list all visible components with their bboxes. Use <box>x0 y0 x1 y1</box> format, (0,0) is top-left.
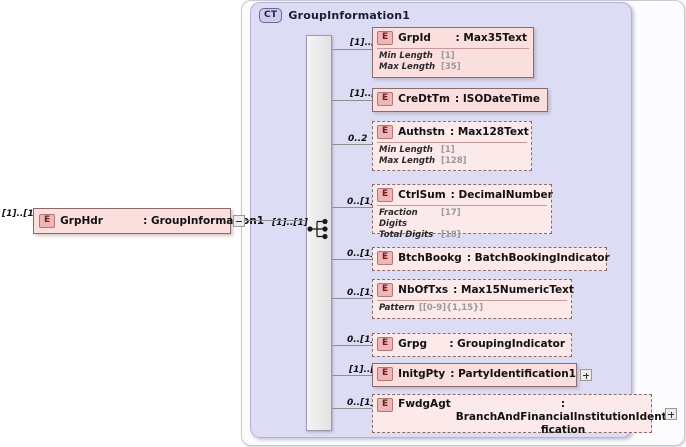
element-occurs-label: 0..[1] <box>347 335 375 345</box>
connector-line <box>332 298 372 299</box>
element-facets: Min Length [1] Max Length [35] <box>377 48 529 75</box>
connector-line <box>332 345 372 346</box>
element-badge: E <box>377 337 394 351</box>
element-badge: E <box>39 214 56 228</box>
element-badge: E <box>377 92 394 106</box>
element-name: CtrlSum <box>398 189 446 201</box>
connector-line <box>332 375 372 376</box>
expand-plus-icon[interactable] <box>580 369 592 381</box>
element-type: : BatchBookingIndicator <box>466 252 610 264</box>
facet-value: [35] <box>441 62 461 72</box>
element-type: : Max15NumericText <box>453 284 574 296</box>
element-badge: E <box>377 31 394 45</box>
connector-line <box>332 144 372 145</box>
element-type: : PartyIdentification1 <box>450 368 576 380</box>
element-box-credttm[interactable]: E CreDtTm : ISODateTime <box>372 88 548 112</box>
sequence-compositor-bar[interactable] <box>306 35 332 431</box>
element-occurs-label: 0..[1] <box>347 197 375 207</box>
element-box-btchbookg[interactable]: E BtchBookg : BatchBookingIndicator <box>372 247 610 271</box>
collapse-minus-icon[interactable] <box>233 215 245 227</box>
element-occurs-label: 0..2 <box>348 134 368 144</box>
sequence-icon[interactable] <box>307 218 331 240</box>
connector-line <box>332 100 372 101</box>
element-box-fwdgagt[interactable]: E FwdgAgt : BranchAndFinancialInstitutio… <box>372 394 670 436</box>
facet-row: Pattern [[0-9]{1,15}] <box>379 303 565 314</box>
facet-value: [18] <box>441 230 461 240</box>
facet-value: [[0-9]{1,15}] <box>419 303 483 313</box>
element-box-authstn[interactable]: E Authstn : Max128Text Min Length [1] Ma… <box>372 121 532 171</box>
element-type: : ISODateTime <box>455 93 541 105</box>
facet-label: Pattern <box>379 303 415 313</box>
connector-line <box>332 49 372 50</box>
facet-label: Max Length <box>379 156 436 166</box>
element-type: : GroupingIndicator <box>449 338 565 350</box>
facet-label: Fraction Digits <box>379 208 418 229</box>
complex-type-title: GroupInformation1 <box>288 9 411 22</box>
element-occurs-label: 0..[1] <box>347 249 375 259</box>
element-badge: E <box>377 125 394 139</box>
facet-label: Min Length <box>379 51 433 61</box>
facet-row: Max Length [35] <box>379 62 527 73</box>
element-type: : Max128Text <box>450 126 529 138</box>
element-occurs-label: 0..[1] <box>347 288 375 298</box>
facet-row: Min Length [1] <box>379 145 525 156</box>
element-box-nboftxs[interactable]: E NbOfTxs : Max15NumericText Pattern [[0… <box>372 279 574 319</box>
element-badge: E <box>377 367 394 381</box>
element-occurs-label: [1]..[1] <box>350 38 386 48</box>
element-type: : DecimalNumber <box>450 189 553 201</box>
element-occurs-label: [1]..[1] <box>350 89 386 99</box>
facet-value: [1] <box>441 51 455 61</box>
element-name: InitgPty <box>398 368 446 380</box>
complex-type-header: CT GroupInformation1 <box>259 8 410 23</box>
facet-label: Min Length <box>379 145 433 155</box>
connector-line <box>332 408 372 409</box>
element-facets: Min Length [1] Max Length [128] <box>377 142 527 169</box>
facet-label: Total Digits <box>379 230 434 240</box>
element-name: NbOfTxs <box>398 284 449 296</box>
connector-line <box>332 259 372 260</box>
element-box-grpg[interactable]: E Grpg : GroupingIndicator <box>372 333 572 357</box>
element-facets: Fraction Digits [17] Total Digits [18] <box>377 205 547 243</box>
element-badge: E <box>377 188 394 202</box>
connector-line <box>245 220 306 221</box>
facet-value: [128] <box>441 156 467 166</box>
element-name: CreDtTm <box>398 93 450 105</box>
facet-label: Max Length <box>379 62 436 72</box>
compositor-occurs-label: [1]..[1] <box>272 218 308 228</box>
element-name: GrpHdr <box>60 215 103 227</box>
element-type: : GroupInformation1 <box>143 215 264 227</box>
element-name: FwdgAgt <box>398 398 451 410</box>
expand-plus-icon[interactable] <box>665 408 677 420</box>
element-box-grpid[interactable]: E GrpId : Max35Text Min Length [1] Max L… <box>372 27 534 78</box>
element-name: Authstn <box>398 126 445 138</box>
complex-type-badge: CT <box>259 8 283 23</box>
element-name: BtchBookg <box>398 252 462 264</box>
facet-row: Min Length [1] <box>379 51 527 62</box>
element-badge: E <box>377 283 394 297</box>
element-occurs-label: [1]..[1] <box>349 365 385 375</box>
connector-line <box>332 207 372 208</box>
element-box-grphdr[interactable]: E GrpHdr : GroupInformation1 <box>33 208 264 234</box>
facet-value: [1] <box>441 145 455 155</box>
facet-value: [17] <box>441 208 461 218</box>
root-element-occurs-label: [1]..[1] <box>2 209 38 219</box>
element-box-initgpty[interactable]: E InitgPty : PartyIdentification1 <box>372 363 577 387</box>
element-name: Grpg <box>398 338 427 350</box>
element-type: : BranchAndFinancialInstitutionIdenti fi… <box>455 398 671 436</box>
element-box-ctrlsum[interactable]: E CtrlSum : DecimalNumber Fraction Digit… <box>372 184 553 240</box>
element-type: : Max35Text <box>455 32 527 44</box>
facet-row: Fraction Digits [17] <box>379 208 545 230</box>
element-badge: E <box>377 398 394 412</box>
facet-row: Max Length [128] <box>379 156 525 167</box>
element-name: GrpId <box>398 32 431 44</box>
element-facets: Pattern [[0-9]{1,15}] <box>377 300 567 316</box>
facet-row: Total Digits [18] <box>379 230 545 241</box>
element-occurs-label: 0..[1] <box>347 398 375 408</box>
element-badge: E <box>377 251 394 265</box>
